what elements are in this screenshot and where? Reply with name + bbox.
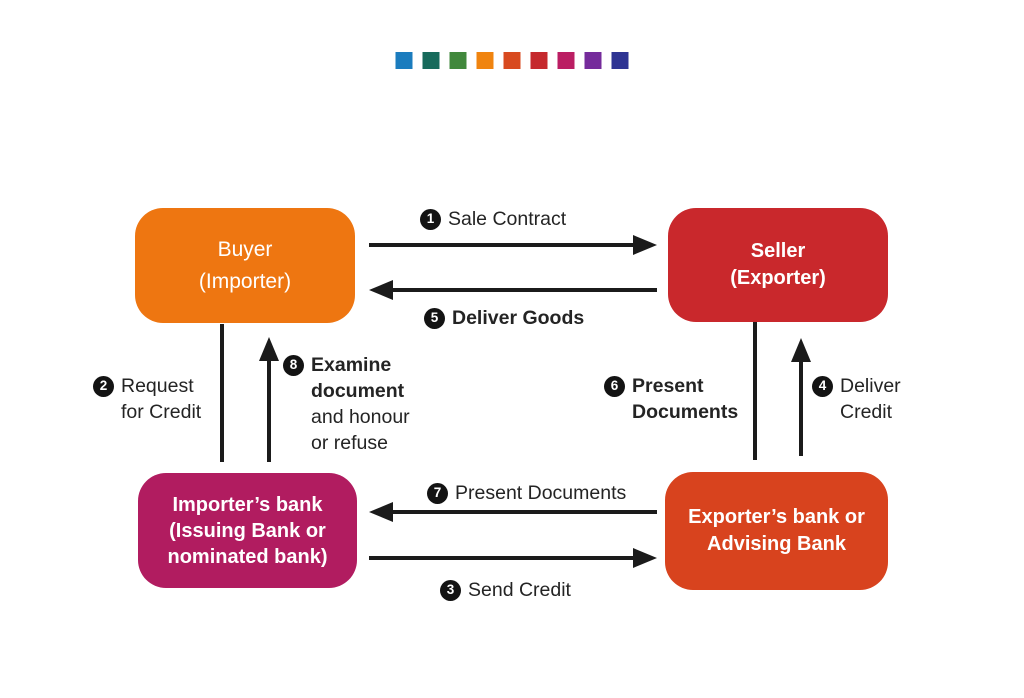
step8-line1: Examine — [311, 354, 392, 376]
label-step4-deliver-credit: 4 Deliver Credit — [812, 373, 901, 425]
arrow-shaft — [369, 556, 639, 560]
label-step8-examine-document: 8 Examine document and honour or refuse — [283, 352, 410, 456]
step7-text: Present Documents — [455, 482, 627, 504]
arrowhead-left-icon — [369, 280, 393, 300]
step6-line2: Documents — [632, 401, 739, 423]
label-step7-present-documents: 7 Present Documents — [427, 480, 626, 506]
color-palette-strip — [395, 52, 629, 69]
label-step2-request-for-credit: 2 Request for Credit — [93, 373, 201, 425]
arrowhead-left-icon — [369, 502, 393, 522]
line-present-documents-6 — [753, 322, 757, 460]
label-step1-sale-contract: 1 Sale Contract — [420, 206, 566, 232]
arrow-present-documents-7 — [369, 502, 657, 522]
palette-square-orange-red — [503, 52, 521, 69]
node-seller-line2: (Exporter) — [730, 267, 826, 289]
step1-text: Sale Contract — [448, 208, 567, 230]
arrow-shaft — [369, 243, 639, 247]
node-buyer: Buyer (Importer) — [135, 208, 355, 323]
palette-square-green — [449, 52, 467, 69]
node-importers-bank-line1: Importer’s bank — [172, 493, 323, 516]
step1-number-badge: 1 — [420, 208, 441, 230]
step4-line1: Deliver — [840, 375, 901, 397]
step5-text: Deliver Goods — [452, 307, 585, 329]
node-buyer-line2: (Importer) — [198, 269, 292, 293]
palette-square-purple — [584, 52, 602, 69]
palette-square-indigo — [611, 52, 629, 69]
arrowhead-right-icon — [633, 548, 657, 568]
step5-number-badge: 5 — [424, 307, 445, 329]
step8-line3: and honour — [311, 406, 410, 428]
node-exporters-bank: Exporter’s bank or Advising Bank — [665, 472, 888, 590]
arrow-sale-contract — [369, 235, 657, 255]
step8-line4: or refuse — [311, 432, 388, 454]
step8-line2: document — [311, 380, 405, 402]
arrow-send-credit — [369, 548, 657, 568]
arrow-shaft — [387, 288, 657, 292]
label-step6-present-documents: 6 Present Documents — [604, 373, 738, 425]
palette-square-blue — [395, 52, 413, 69]
arrow-deliver-goods — [369, 280, 657, 300]
step6-number-badge: 6 — [604, 375, 625, 397]
step2-line2: for Credit — [121, 401, 202, 423]
label-step3-send-credit: 3 Send Credit — [440, 577, 571, 603]
arrowhead-right-icon — [633, 235, 657, 255]
step4-number-badge: 4 — [812, 375, 833, 397]
node-importers-bank: Importer’s bank (Issuing Bank or nominat… — [138, 473, 357, 588]
step7-number-badge: 7 — [427, 482, 448, 504]
arrow-shaft — [799, 356, 803, 456]
arrow-examine-document — [259, 337, 279, 462]
step6-line1: Present — [632, 375, 704, 397]
palette-square-red — [530, 52, 548, 69]
arrow-shaft — [387, 510, 657, 514]
label-step5-deliver-goods: 5 Deliver Goods — [424, 305, 584, 331]
line-request-for-credit — [220, 324, 224, 462]
node-seller: Seller (Exporter) — [668, 208, 888, 322]
arrowhead-up-icon — [791, 338, 811, 362]
node-seller-line1: Seller — [750, 240, 806, 262]
arrow-deliver-credit — [791, 338, 811, 456]
node-exporters-bank-line2: Advising Bank — [707, 533, 846, 555]
arrowhead-up-icon — [259, 337, 279, 361]
palette-square-orange — [476, 52, 494, 69]
node-importers-bank-line3: nominated bank) — [167, 545, 328, 568]
arrow-shaft — [267, 355, 271, 462]
step3-text: Send Credit — [468, 579, 571, 601]
step3-number-badge: 3 — [440, 579, 461, 601]
node-importers-bank-line2: (Issuing Bank or — [169, 519, 326, 542]
step8-number-badge: 8 — [283, 354, 304, 376]
node-exporters-bank-line1: Exporter’s bank or — [688, 506, 865, 528]
palette-square-magenta — [557, 52, 575, 69]
step2-number-badge: 2 — [93, 375, 114, 397]
step4-line2: Credit — [840, 401, 893, 423]
palette-square-teal — [422, 52, 440, 69]
step2-line1: Request — [121, 375, 194, 397]
node-buyer-line1: Buyer — [217, 237, 273, 261]
